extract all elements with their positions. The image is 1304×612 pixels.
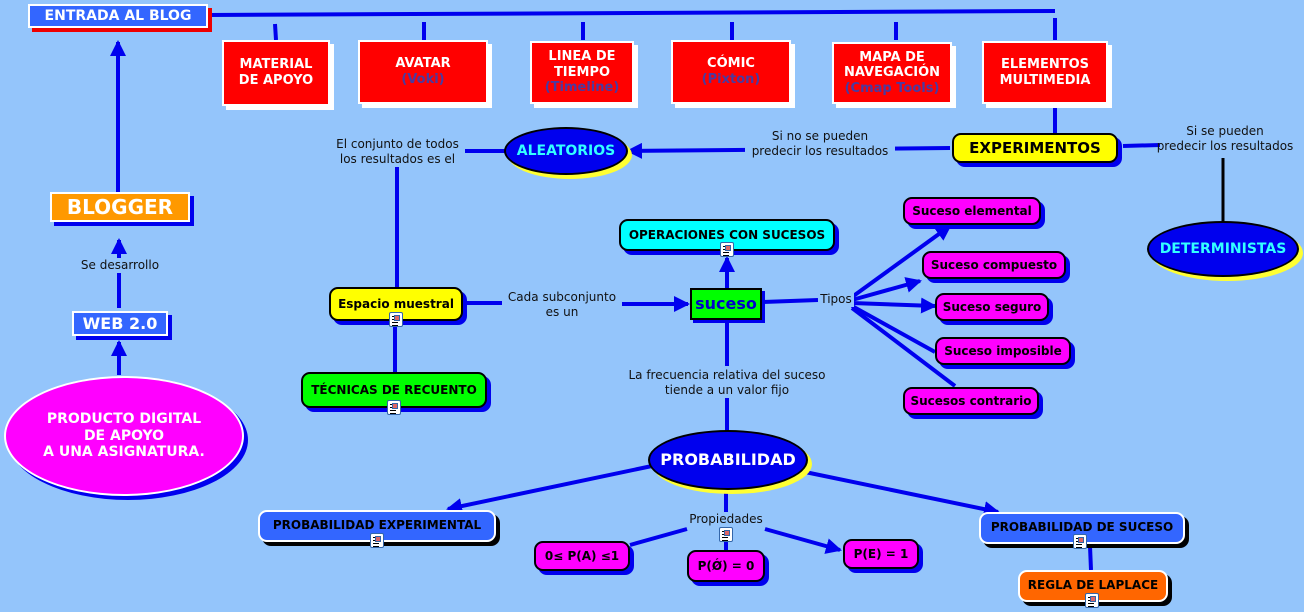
tecnicas-label: TÉCNICAS DE RECUENTO bbox=[311, 382, 477, 397]
node-suceso-imposible[interactable]: Suceso imposible bbox=[935, 337, 1071, 365]
link-prop-1 bbox=[629, 527, 688, 547]
node-mapa-de-navegacion[interactable]: MAPA DE NAVEGACIÓN (Cmap Tools) bbox=[832, 42, 952, 104]
node-suceso-compuesto[interactable]: Suceso compuesto bbox=[922, 251, 1066, 279]
node-elementos-multimedia[interactable]: ELEMENTOS MULTIMEDIA bbox=[982, 41, 1108, 104]
elementos-line-2: MULTIMEDIA bbox=[999, 72, 1091, 88]
material-line-2: DE APOYO bbox=[238, 73, 314, 88]
label-no-predecir: Si no se pueden predecir los resultados bbox=[745, 129, 895, 159]
linea-title-1: LINEA DE bbox=[548, 49, 616, 65]
producto-line-2: DE APOYO bbox=[83, 427, 165, 444]
link-tipos-imposible bbox=[851, 304, 936, 354]
producto-line-1: PRODUCTO DIGITAL bbox=[46, 410, 202, 427]
node-suceso[interactable]: suceso bbox=[690, 288, 762, 320]
link-tipos-seguro bbox=[851, 297, 937, 314]
subconjunto-line-1: Cada subconjunto bbox=[507, 290, 617, 304]
frecuencia-line-1: La frecuencia relativa del suceso bbox=[628, 368, 826, 382]
link-material bbox=[273, 23, 278, 41]
document-icon-operaciones[interactable] bbox=[720, 242, 734, 257]
avatar-title: AVATAR bbox=[395, 56, 451, 71]
node-deterministas[interactable]: DETERMINISTAS bbox=[1147, 221, 1299, 277]
document-icon-propiedades[interactable] bbox=[719, 527, 733, 542]
mapa-title-2: NAVEGACIÓN bbox=[843, 65, 941, 81]
label-frecuencia: La frecuencia relativa del suceso tiende… bbox=[620, 368, 834, 398]
label-propiedades: Propiedades bbox=[684, 512, 768, 527]
si-predecir-line-2: predecir los resultados bbox=[1156, 139, 1294, 153]
operaciones-label: OPERACIONES CON SUCESOS bbox=[628, 227, 826, 242]
prob-suceso-label: PROBABILIDAD DE SUCESO bbox=[990, 520, 1174, 534]
document-icon-espacio[interactable] bbox=[389, 312, 403, 327]
espacio-label: Espacio muestral bbox=[338, 296, 454, 311]
si-predecir-line-1: Si se pueden bbox=[1186, 124, 1264, 138]
node-suceso-elemental[interactable]: Suceso elemental bbox=[903, 197, 1041, 225]
document-icon-prob-experimental[interactable] bbox=[370, 533, 384, 548]
conjunto-line-1: El conjunto de todos bbox=[336, 137, 459, 151]
link-prob-suceso bbox=[804, 470, 1000, 517]
label-se-desarrollo: Se desarrollo bbox=[70, 258, 170, 273]
link-top-bus bbox=[207, 9, 1056, 17]
node-aleatorios[interactable]: ALEATORIOS bbox=[504, 127, 628, 175]
no-predecir-line-1: Si no se pueden bbox=[771, 129, 869, 143]
document-icon-prob-suceso[interactable] bbox=[1073, 534, 1087, 549]
producto-line-3: A UNA ASIGNATURA. bbox=[43, 444, 205, 461]
link-tipos-elemental bbox=[850, 224, 952, 299]
node-linea-de-tiempo[interactable]: LINEA DE TIEMPO (Timeline) bbox=[530, 41, 634, 104]
label-subconjunto: Cada subconjunto es un bbox=[502, 290, 622, 320]
node-prop-rango[interactable]: 0≤ P(A) ≤1 bbox=[534, 541, 630, 571]
link-tipos-contrario bbox=[850, 306, 957, 388]
document-icon-tecnicas[interactable] bbox=[387, 400, 401, 415]
node-probabilidad-de-suceso[interactable]: PROBABILIDAD DE SUCESO bbox=[979, 512, 1185, 544]
node-avatar[interactable]: AVATAR (Voki) bbox=[358, 40, 488, 104]
node-experimentos[interactable]: EXPERIMENTOS bbox=[952, 133, 1118, 163]
node-material-de-apoyo[interactable]: MATERIAL DE APOYO bbox=[222, 40, 330, 106]
link-prop-3 bbox=[764, 527, 842, 554]
node-web-2-0[interactable]: WEB 2.0 bbox=[72, 311, 168, 336]
link-prob-experimental bbox=[446, 464, 653, 514]
link-suceso-tipos bbox=[762, 298, 819, 304]
linea-title-2: TIEMPO bbox=[553, 64, 611, 80]
node-prop-espacio[interactable]: P(E) = 1 bbox=[843, 539, 919, 569]
link-tipos-compuesto bbox=[851, 277, 922, 302]
label-conjunto: El conjunto de todos los resultados es e… bbox=[330, 137, 465, 167]
comic-title: CÓMIC bbox=[707, 56, 755, 72]
node-comic[interactable]: CÓMIC (Pixton) bbox=[671, 40, 791, 104]
document-icon-laplace[interactable] bbox=[1085, 593, 1099, 608]
material-line-1: MATERIAL bbox=[239, 57, 313, 73]
elementos-line-1: ELEMENTOS bbox=[1000, 56, 1090, 72]
mapa-sub: (Cmap Tools) bbox=[844, 80, 940, 96]
laplace-label: REGLA DE LAPLACE bbox=[1027, 578, 1159, 592]
node-producto-digital[interactable]: PRODUCTO DIGITAL DE APOYO A UNA ASIGNATU… bbox=[4, 376, 244, 496]
node-operaciones-con-sucesos[interactable]: OPERACIONES CON SUCESOS bbox=[619, 219, 835, 251]
subconjunto-line-2: es un bbox=[545, 305, 579, 319]
frecuencia-line-2: tiende a un valor fijo bbox=[664, 383, 790, 397]
label-tipos: Tipos bbox=[818, 292, 854, 307]
node-prop-vacio[interactable]: P(Ǿ) = 0 bbox=[687, 550, 765, 582]
link-experimentos-deterministas bbox=[1122, 143, 1161, 148]
node-suceso-seguro[interactable]: Suceso seguro bbox=[935, 293, 1049, 321]
linea-sub: (Timeline) bbox=[544, 80, 620, 96]
node-blogger[interactable]: BLOGGER bbox=[50, 192, 190, 222]
comic-sub: (Pixton) bbox=[701, 72, 761, 87]
node-probabilidad[interactable]: PROBABILIDAD bbox=[648, 430, 808, 490]
label-si-predecir: Si se pueden predecir los resultados bbox=[1150, 124, 1300, 154]
link-suceso-laplace bbox=[1088, 545, 1093, 571]
no-predecir-line-2: predecir los resultados bbox=[751, 144, 889, 158]
node-entrada-al-blog[interactable]: ENTRADA AL BLOG bbox=[28, 4, 208, 28]
conjunto-line-2: los resultados es el bbox=[339, 152, 456, 166]
avatar-sub: (Voki) bbox=[401, 71, 445, 87]
node-sucesos-contrario[interactable]: Sucesos contrario bbox=[903, 387, 1039, 415]
mapa-title-1: MAPA DE bbox=[859, 49, 925, 65]
prob-exp-label: PROBABILIDAD EXPERIMENTAL bbox=[272, 518, 482, 532]
